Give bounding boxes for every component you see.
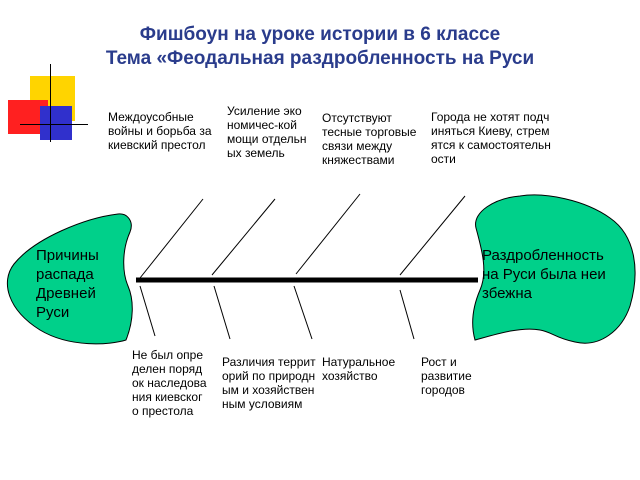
- top-cause-4: Города не хотят подчиняться Киеву, стрем…: [431, 110, 551, 166]
- fish-tail-shape: [472, 194, 636, 344]
- lower-bone-2: [213, 285, 231, 340]
- lower-bone-3: [293, 285, 313, 340]
- top-cause-1: Междоусобные войны и борьба за киевский …: [108, 110, 212, 152]
- bottom-cause-4: Рост и развитие городов: [421, 355, 472, 397]
- decor-blue-square: [40, 106, 72, 140]
- decor-line-vertical: [50, 64, 51, 142]
- upper-bone-4: [399, 195, 466, 276]
- bottom-cause-3: Натуральное хозяйство: [322, 355, 396, 383]
- top-cause-3: Отсутствуют тесные торговые связи между …: [322, 111, 417, 167]
- fish-tail-label: Раздробленность на Руси была неизбежна: [482, 247, 606, 302]
- upper-bone-2: [211, 198, 276, 276]
- title-line-2: Тема «Феодальная раздробленность на Руси: [105, 48, 535, 69]
- upper-bone-1: [139, 198, 204, 279]
- top-cause-2: Усиление экономичес-кой мощи отдельных з…: [227, 104, 307, 160]
- fish-head-shape: [6, 213, 133, 345]
- lower-bone-1: [139, 285, 156, 337]
- fish-head-label: Причины распада Древней Руси: [36, 247, 99, 321]
- upper-bone-3: [295, 193, 361, 275]
- lower-bone-4: [399, 289, 415, 340]
- decor-line-horizontal: [20, 124, 88, 125]
- title-line-1: Фишбоун на уроке истории в 6 классе: [139, 24, 501, 45]
- bottom-cause-2: Различия территорий по природным и хозяй…: [222, 355, 316, 411]
- bottom-cause-1: Не был определен порядок наследования ки…: [132, 348, 207, 418]
